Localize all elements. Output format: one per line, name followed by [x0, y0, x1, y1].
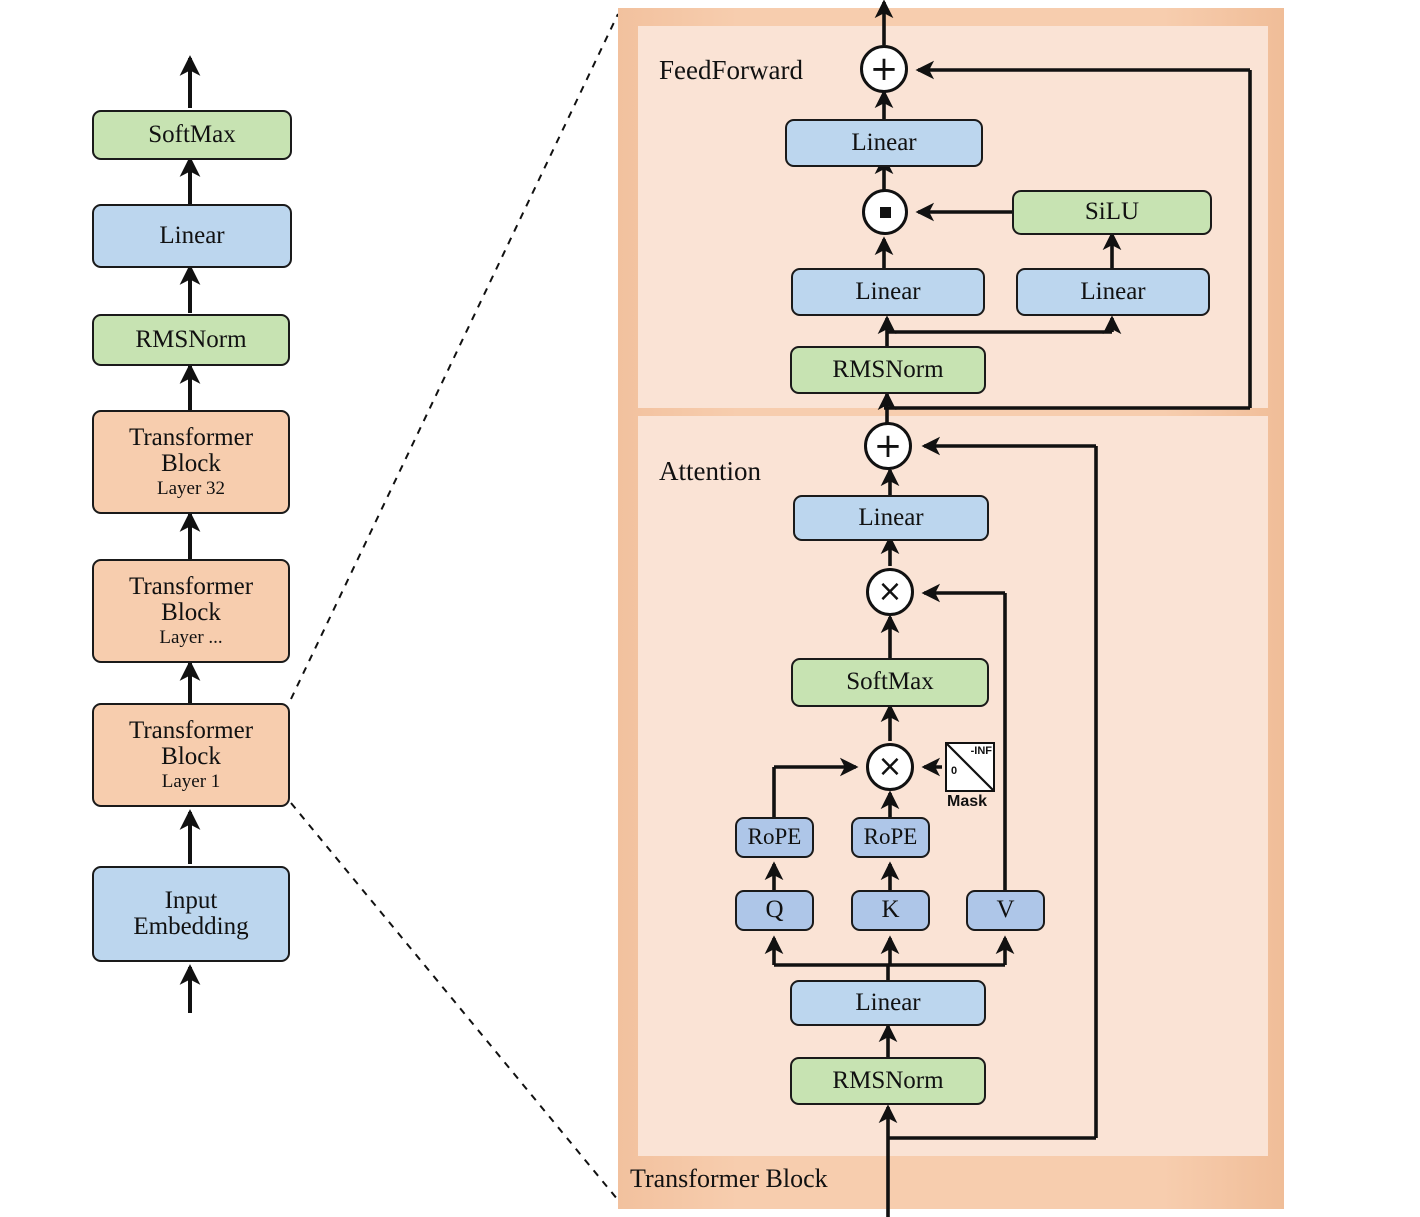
node-sublabel: Layer 1: [161, 771, 221, 793]
callout-line-top: [291, 14, 618, 699]
node-label: SoftMax: [846, 668, 934, 696]
mask-icon[interactable]: -INF 0: [945, 742, 995, 792]
attention-panel-label: Attention: [659, 456, 761, 486]
feedforward-panel-label: FeedForward: [659, 55, 803, 85]
node-label: SoftMax: [148, 120, 236, 148]
node-label: RMSNorm: [832, 1066, 944, 1094]
plus-icon: +: [869, 49, 899, 89]
mask-lower-value: 0: [951, 765, 958, 777]
node-sublabel: Layer 32: [156, 478, 226, 500]
mask-caption: Mask: [947, 793, 988, 810]
node-label: SiLU: [1084, 198, 1140, 226]
node-label: Linear: [858, 503, 924, 531]
node-k[interactable]: K: [851, 890, 930, 931]
node-label: Linear: [851, 128, 917, 156]
node-label: Linear: [855, 988, 921, 1016]
mask-diagonal: [947, 744, 993, 790]
mask-upper-value: -INF: [970, 745, 992, 757]
node-label: V: [996, 896, 1015, 924]
node-rope-q[interactable]: RoPE: [735, 817, 814, 858]
node-label: Q: [765, 896, 784, 924]
node-label: Linear: [1080, 277, 1146, 305]
node-sublabel: Layer ...: [159, 627, 223, 649]
node-ff-linear-out[interactable]: Linear: [785, 119, 983, 167]
node-attn-rmsnorm[interactable]: RMSNorm: [790, 1057, 986, 1105]
operator-attn-residual-add[interactable]: +: [864, 422, 912, 470]
node-label: Linear: [855, 277, 921, 305]
operator-ff-elementwise-multiply[interactable]: [862, 189, 908, 235]
transformer-block-panel-label: Transformer Block: [630, 1164, 828, 1193]
node-ff-silu[interactable]: SiLU: [1012, 190, 1212, 235]
node-v[interactable]: V: [966, 890, 1045, 931]
operator-attn-matmul-qk[interactable]: ×: [866, 743, 914, 791]
operator-ff-residual-add[interactable]: +: [860, 45, 908, 93]
node-label: RoPE: [747, 824, 802, 850]
multiply-icon: ×: [877, 749, 903, 784]
node-attn-softmax[interactable]: SoftMax: [791, 658, 989, 707]
dot-icon: [879, 206, 891, 218]
plus-icon: +: [873, 426, 903, 466]
node-linear-head[interactable]: Linear: [92, 204, 292, 268]
callout-line-bottom: [291, 803, 618, 1200]
node-label: RMSNorm: [135, 325, 247, 353]
multiply-icon: ×: [877, 574, 903, 609]
node-rmsnorm-final[interactable]: RMSNorm: [92, 314, 290, 366]
node-label: K: [881, 896, 900, 924]
node-ff-rmsnorm[interactable]: RMSNorm: [790, 346, 986, 394]
node-attn-linear-out[interactable]: Linear: [793, 495, 989, 541]
node-q[interactable]: Q: [735, 890, 814, 931]
node-softmax[interactable]: SoftMax: [92, 110, 292, 160]
node-label: Linear: [159, 221, 225, 249]
node-ff-linear-gate[interactable]: Linear: [791, 268, 985, 316]
operator-attn-matmul-av[interactable]: ×: [866, 568, 914, 616]
node-rope-k[interactable]: RoPE: [851, 817, 930, 858]
node-label: RoPE: [863, 824, 918, 850]
node-label: RMSNorm: [832, 355, 944, 383]
node-ff-linear-up[interactable]: Linear: [1016, 268, 1210, 316]
node-attn-linear-in[interactable]: Linear: [790, 980, 986, 1026]
